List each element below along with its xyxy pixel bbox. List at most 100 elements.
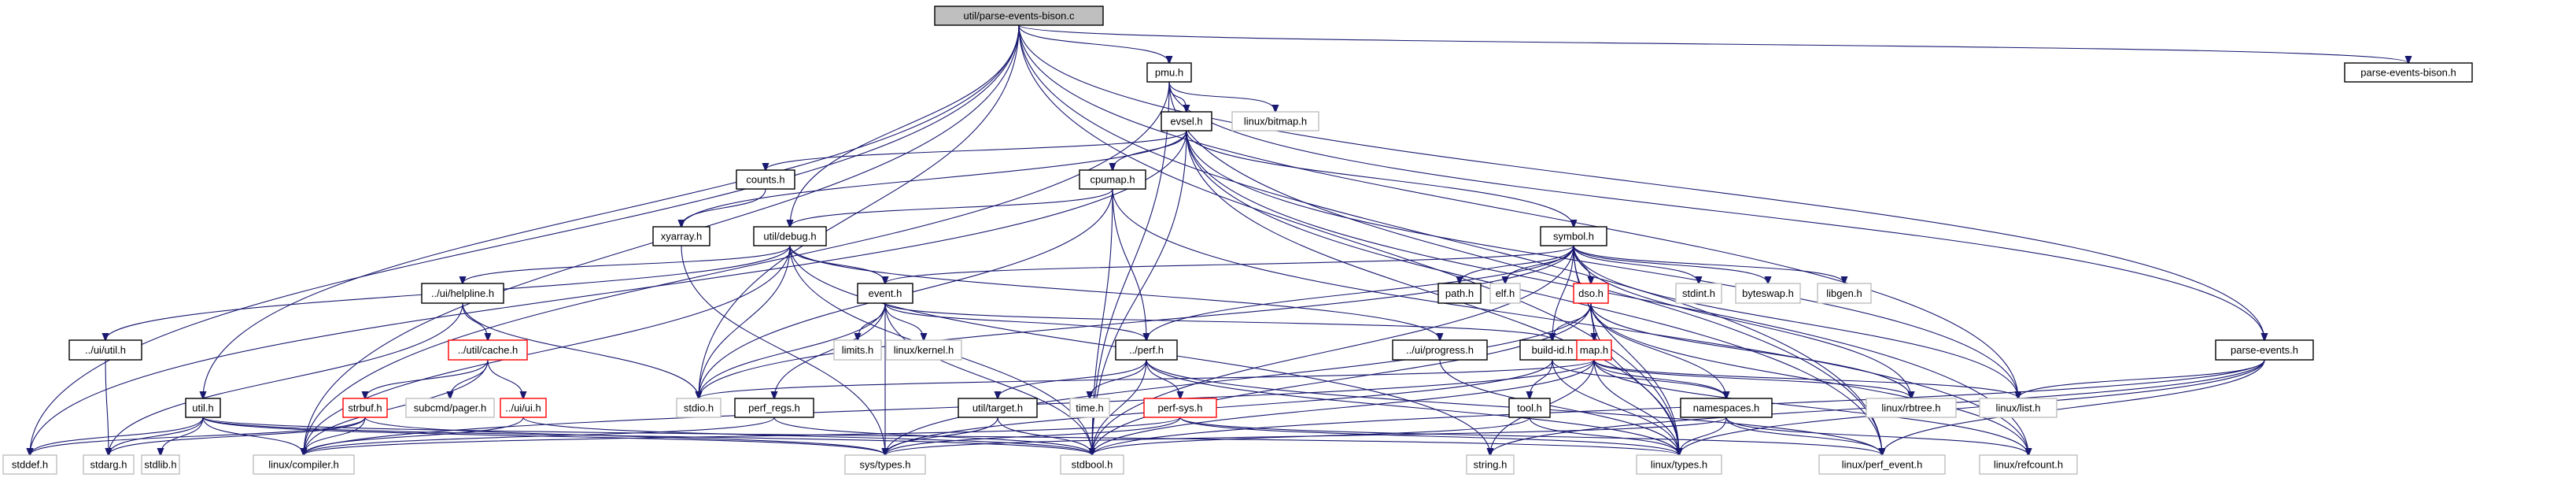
edge-map-to-compiler — [304, 359, 1595, 455]
node-cache[interactable]: ../util/cache.h — [448, 339, 528, 361]
node-time: time.h — [1069, 398, 1110, 418]
edge-symbol-to-perf — [1146, 245, 1574, 340]
edge-cpumap-to-perf — [1112, 188, 1146, 340]
node-perfregs[interactable]: perf_regs.h — [734, 398, 814, 418]
edge-pmu-to-pe — [1168, 81, 2264, 340]
edge-pmu-to-bitmap — [1168, 81, 1275, 112]
node-uiui[interactable]: ../ui/ui.h — [500, 398, 547, 418]
node-uiutil[interactable]: ../ui/util.h — [68, 339, 142, 361]
node-box — [676, 398, 722, 418]
node-buildid[interactable]: build-id.h — [1519, 339, 1585, 361]
node-tool[interactable]: tool.h — [1508, 398, 1551, 418]
node-pmu[interactable]: pmu.h — [1146, 62, 1192, 83]
node-progress[interactable]: ../ui/progress.h — [1392, 339, 1488, 361]
node-label: util/target.h — [972, 402, 1023, 414]
edge-helpline-to-stdio — [462, 302, 699, 398]
edge-debug-to-compiler — [304, 245, 791, 455]
edge-evsel-to-perfevent — [1186, 130, 1882, 455]
edge-root-to-perfevent — [1018, 24, 1882, 455]
edge-debug-to-progress — [789, 245, 1440, 340]
node-perfsys[interactable]: perf-sys.h — [1143, 398, 1217, 418]
node-debug[interactable]: util/debug.h — [753, 226, 827, 246]
edge-evsel-to-counts — [766, 130, 1187, 170]
node-box — [1573, 283, 1609, 304]
node-symbol[interactable]: symbol.h — [1540, 226, 1607, 246]
node-label: ../ui/progress.h — [1406, 344, 1474, 356]
node-label: stdlib.h — [144, 459, 176, 471]
node-box — [958, 398, 1038, 418]
node-label: evsel.h — [1170, 116, 1202, 128]
edge-xyarray-to-systypes — [681, 245, 885, 455]
node-box — [1519, 339, 1585, 361]
node-cpumap[interactable]: cpumap.h — [1079, 169, 1146, 190]
node-dso[interactable]: dso.h — [1573, 283, 1609, 304]
edge-root-to-peb_h — [1018, 24, 2408, 63]
node-box — [1508, 398, 1551, 418]
edge-symbol-to-byteswap — [1573, 245, 1768, 283]
node-perf[interactable]: ../perf.h — [1115, 339, 1178, 361]
node-box — [1079, 169, 1146, 190]
node-box — [1437, 283, 1482, 304]
edge-event-to-stdio — [699, 302, 886, 398]
node-label: ../ui/helpline.h — [431, 287, 494, 299]
edge-dso-to-systypes — [885, 302, 1592, 455]
node-label: stddef.h — [12, 459, 48, 471]
node-limits: limits.h — [833, 339, 882, 361]
node-label: linux/perf_event.h — [1842, 459, 1923, 471]
node-util[interactable]: util.h — [185, 398, 221, 418]
node-label: linux/kernel.h — [894, 344, 954, 356]
edge-buildid-to-systypes — [885, 359, 1553, 455]
node-label: linux/types.h — [1651, 459, 1707, 471]
node-counts[interactable]: counts.h — [736, 169, 795, 190]
edge-root-to-list — [1018, 24, 2018, 398]
edge-symbol-to-event — [885, 245, 1574, 283]
node-box — [1143, 398, 1217, 418]
node-box — [2215, 339, 2314, 361]
node-box — [405, 398, 495, 418]
node-peb_h[interactable]: parse-events-bison.h — [2344, 62, 2473, 83]
node-namespaces[interactable]: namespaces.h — [1680, 398, 1773, 418]
node-label: linux/list.h — [1995, 402, 2040, 414]
node-label: time.h — [1076, 402, 1103, 414]
node-label: namespaces.h — [1693, 402, 1760, 414]
node-target[interactable]: util/target.h — [958, 398, 1038, 418]
node-root[interactable]: util/parse-events-bison.c — [934, 6, 1104, 26]
node-box — [885, 339, 962, 361]
edge-strbuf-to-stddef — [30, 417, 366, 455]
node-label: symbol.h — [1553, 231, 1594, 243]
edge-pmu-to-compiler — [304, 81, 1170, 455]
edge-symbol-to-rbtree — [1573, 245, 1911, 398]
edge-event-to-kernel — [884, 302, 924, 340]
node-systypes: sys/types.h — [844, 454, 926, 475]
node-box — [1466, 454, 1515, 475]
edge-perfsys-to-ltypes — [1179, 417, 1679, 455]
node-box — [1489, 283, 1521, 304]
node-label: tool.h — [1517, 402, 1542, 414]
node-evsel[interactable]: evsel.h — [1161, 111, 1212, 131]
edge-map-to-refcount — [1593, 359, 2028, 455]
node-path[interactable]: path.h — [1437, 283, 1482, 304]
edge-evsel-to-symbol — [1186, 130, 1574, 227]
node-helpline[interactable]: ../ui/helpline.h — [421, 283, 504, 304]
node-label: ../perf.h — [1129, 344, 1164, 356]
node-label: map.h — [1580, 344, 1608, 356]
edge-event-to-limits — [858, 302, 886, 340]
node-xyarray[interactable]: xyarray.h — [652, 226, 710, 246]
node-pe[interactable]: parse-events.h — [2215, 339, 2314, 361]
edge-namespaces-to-perfevent — [1725, 417, 1882, 455]
node-label: elf.h — [1496, 287, 1515, 299]
edge-perf-to-time — [1090, 359, 1147, 398]
node-map[interactable]: map.h — [1576, 339, 1612, 361]
node-label: subcmd/pager.h — [414, 402, 487, 414]
node-box — [1817, 283, 1872, 304]
node-label: string.h — [1474, 459, 1508, 471]
node-label: linux/rbtree.h — [1881, 402, 1940, 414]
edge-map-to-rbtree — [1593, 359, 1911, 398]
node-strbuf[interactable]: strbuf.h — [342, 398, 388, 418]
edge-debug-to-event — [789, 245, 885, 283]
node-label: strbuf.h — [348, 402, 382, 414]
node-box — [753, 226, 827, 246]
edge-evsel-to-stdbool — [1092, 130, 1187, 455]
node-box — [1866, 398, 1957, 418]
node-event[interactable]: event.h — [857, 283, 913, 304]
